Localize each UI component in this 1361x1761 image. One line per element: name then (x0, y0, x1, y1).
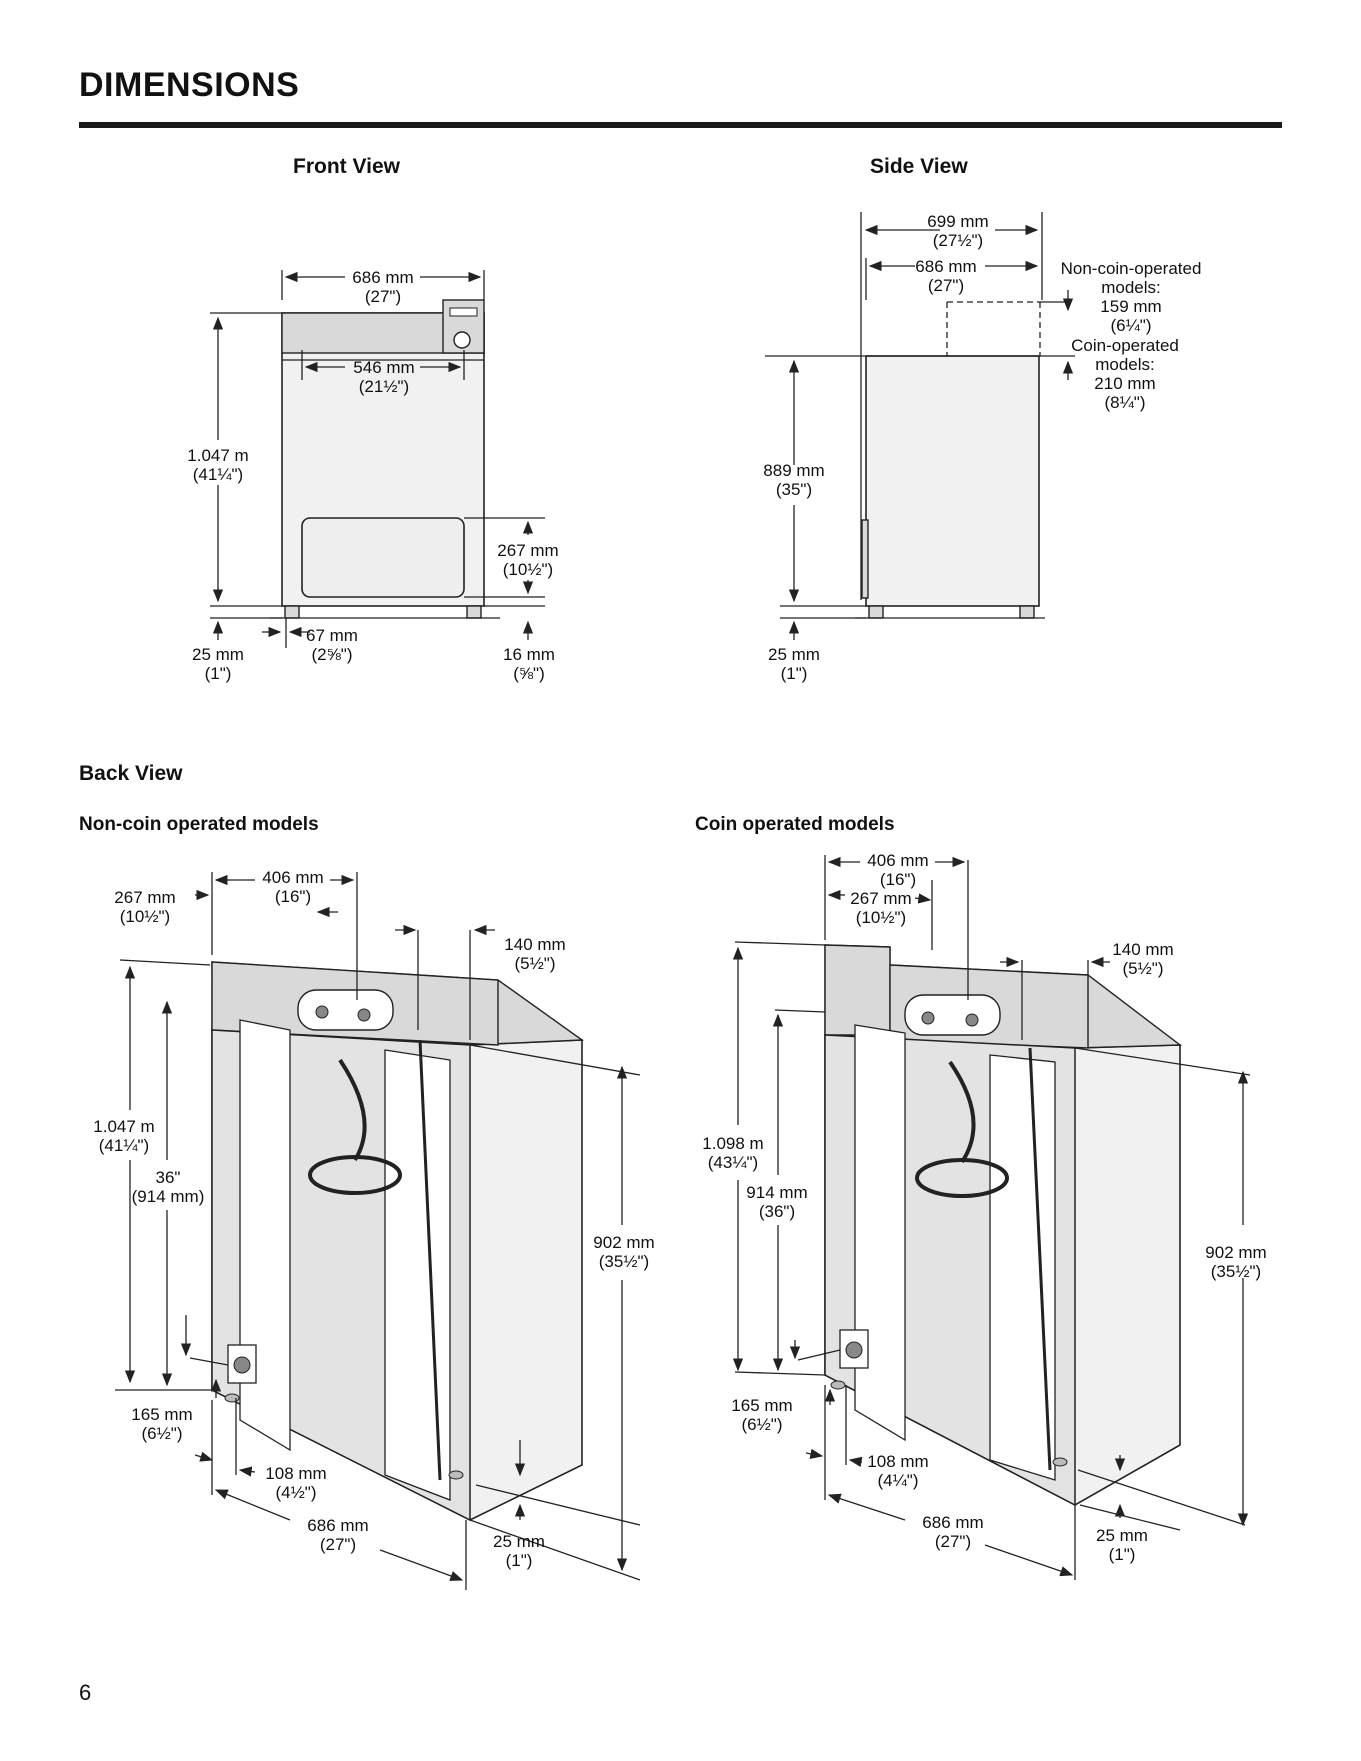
front-foot-left-label: 25 mm(1") (192, 645, 244, 683)
back-view-coin-heading: Coin operated models (695, 814, 895, 835)
side-view-heading: Side View (870, 155, 968, 178)
nc-165-label: 165 mm(6½") (131, 1405, 193, 1443)
back-view-non-coin-washer (211, 961, 585, 1522)
side-view-washer (855, 301, 1045, 619)
front-height-label: 1.047 m(41¼") (187, 446, 249, 484)
c-108-label: 108 mm(4¼") (867, 1452, 929, 1490)
nc-140-label: 140 mm(5½") (504, 935, 566, 973)
nc-686-label: 686 mm(27") (307, 1516, 369, 1554)
side-height-label: 889 mm(35") (763, 461, 825, 499)
c-406-label: 406 mm(16") (867, 851, 929, 889)
c-140-label: 140 mm(5½") (1112, 940, 1174, 978)
back-view-heading: Back View (79, 762, 183, 785)
nc-267-label: 267 mm(10½") (114, 888, 176, 926)
back-view-coin-washer (824, 944, 1183, 1507)
page-number: 6 (79, 1680, 92, 1705)
side-foot-label: 25 mm(1") (768, 645, 820, 683)
nc-36-label: 36"(914 mm) (131, 1168, 205, 1206)
nc-108-label: 108 mm(4½") (265, 1464, 327, 1502)
front-opening-height-label: 267 mm(10½") (497, 541, 559, 579)
nc-902-label: 902 mm(35½") (593, 1233, 655, 1271)
front-view-heading: Front View (293, 155, 400, 178)
front-opening-width-label: 546 mm(21½") (353, 358, 415, 396)
front-width-label: 686 mm(27") (352, 268, 414, 306)
front-view-washer (270, 299, 500, 619)
c-902-label: 902 mm(35½") (1205, 1243, 1267, 1281)
side-depth-overall-label: 699 mm(27½") (927, 212, 989, 250)
c-25-label: 25 mm(1") (1096, 1526, 1148, 1564)
nc-25-label: 25 mm(1") (493, 1532, 545, 1570)
c-267-label: 267 mm(10½") (850, 889, 912, 927)
nc-height-label: 1.047 m(41¼") (93, 1117, 155, 1155)
nc-406-label: 406 mm(16") (262, 868, 324, 906)
c-height-label: 1.098 m(43¼") (702, 1134, 764, 1172)
back-view-non-coin-heading: Non-coin operated models (79, 814, 319, 835)
c-686-label: 686 mm(27") (922, 1513, 984, 1551)
page-title: DIMENSIONS (79, 66, 300, 104)
front-foot-right-label: 16 mm(⅝") (503, 645, 555, 683)
title-rule (79, 122, 1282, 128)
c-914-label: 914 mm(36") (746, 1183, 808, 1221)
side-depth-label: 686 mm(27") (915, 257, 977, 295)
c-165-label: 165 mm(6½") (731, 1396, 793, 1434)
front-foot-offset-label: 67 mm(2⅝") (306, 626, 358, 664)
